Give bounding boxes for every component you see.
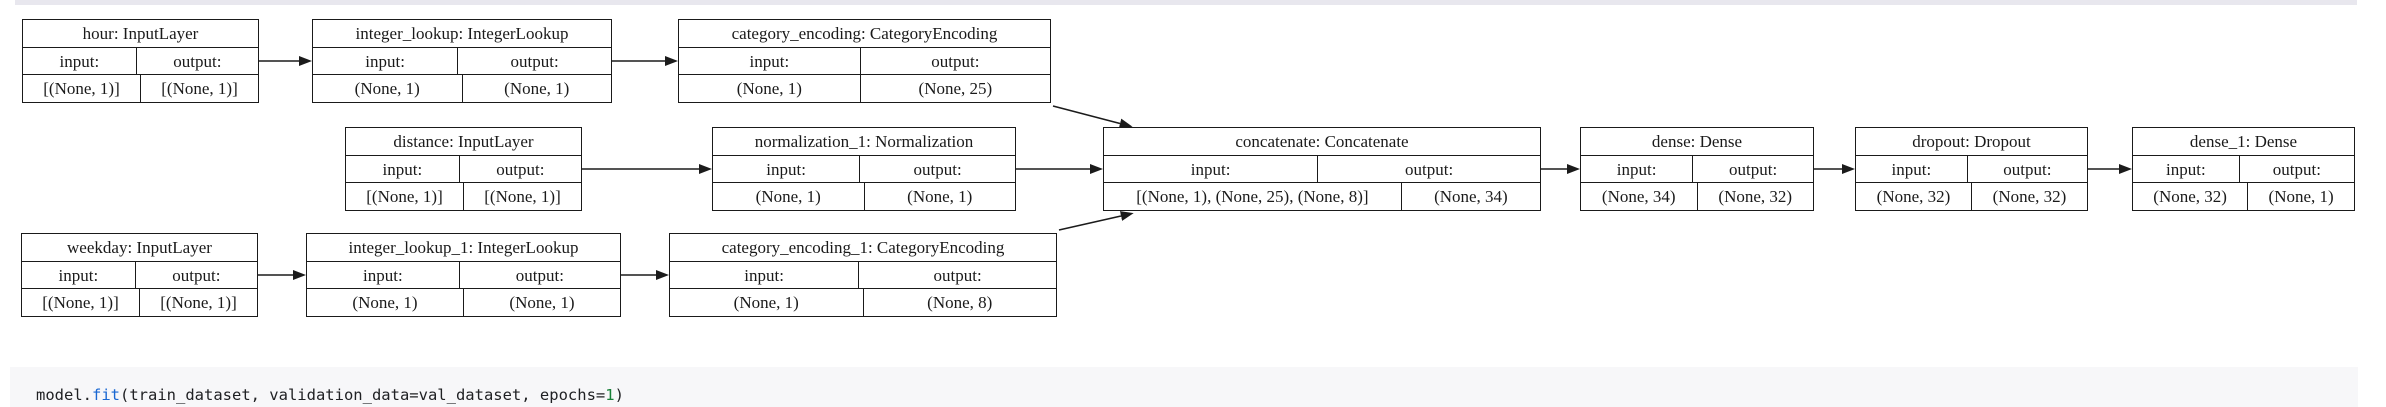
diagram-edges <box>258 56 2132 280</box>
input-label: input: <box>766 159 806 179</box>
output-shape: (None, 1) <box>2247 183 2354 211</box>
output-shape: (None, 34) <box>1400 183 1540 211</box>
output-label: output: <box>458 155 581 183</box>
node-dense-1: dense_1: Dense input: output: (None, 32)… <box>2132 127 2355 211</box>
input-shape: (None, 1) <box>736 79 802 99</box>
output-shape: [(None, 1)] <box>140 75 258 103</box>
node-title: dense: Dense <box>1651 131 1743 151</box>
output-label: output: <box>458 261 620 289</box>
input-shape: (None, 32) <box>1876 187 1951 207</box>
output-shape: [(None, 1)] <box>463 183 581 211</box>
input-shape: (None, 1) <box>755 187 821 207</box>
node-dropout: dropout: Dropout input: output: (None, 3… <box>1855 127 2088 211</box>
node-concatenate: concatenate: Concatenate input: output: … <box>1103 127 1541 211</box>
input-shape: (None, 34) <box>1601 187 1676 207</box>
input-shape: [(None, 1)] <box>43 79 120 99</box>
input-label: input: <box>749 51 790 71</box>
input-label: input: <box>1616 159 1657 179</box>
output-shape: (None, 32) <box>1971 183 2087 211</box>
node-distance: distance: InputLayer input: output: [(No… <box>345 127 582 211</box>
node-dense: dense: Dense input: output: (None, 34) (… <box>1580 127 1814 211</box>
node-title: weekday: InputLayer <box>67 237 212 257</box>
output-label: output: <box>1317 155 1540 183</box>
output-label: output: <box>859 155 1015 183</box>
output-label: output: <box>135 47 258 75</box>
input-label: input: <box>1190 159 1231 179</box>
node-title: hour: InputLayer <box>82 23 199 43</box>
node-title: distance: InputLayer <box>393 131 534 151</box>
node-title: dropout: Dropout <box>1912 131 2031 151</box>
node-title: concatenate: Concatenate <box>1235 131 1409 151</box>
output-shape: (None, 1) <box>461 75 612 103</box>
output-shape: (None, 25) <box>859 75 1050 103</box>
input-label: input: <box>744 265 784 285</box>
node-hour: hour: InputLayer input: output: [(None, … <box>22 19 259 103</box>
input-label: input: <box>2166 159 2206 179</box>
input-shape: (None, 1) <box>352 293 418 313</box>
input-label: input: <box>363 265 403 285</box>
code-cell[interactable]: model.fit(train_dataset, validation_data… <box>10 367 2358 407</box>
input-shape: (None, 1) <box>733 293 799 313</box>
node-normalization-1: normalization_1: Normalization input: ou… <box>712 127 1016 211</box>
output-shape: (None, 1) <box>463 289 620 317</box>
input-shape: [(None, 1)] <box>42 293 119 313</box>
output-shape: (None, 1) <box>863 183 1016 211</box>
previous-cell-bottom-strip <box>15 0 2357 5</box>
node-title: dense_1: Dense <box>2189 131 2298 151</box>
input-shape: [(None, 1)] <box>366 187 443 207</box>
input-label: input: <box>1891 159 1932 179</box>
output-label: output: <box>134 261 257 289</box>
node-title: normalization_1: Normalization <box>754 131 974 151</box>
node-integer-lookup: integer_lookup: IntegerLookup input: out… <box>312 19 612 103</box>
input-shape: [(None, 1), (None, 25), (None, 8)] <box>1136 187 1369 207</box>
output-label: output: <box>859 47 1050 75</box>
node-category-encoding-1: category_encoding_1: CategoryEncoding in… <box>669 233 1057 317</box>
output-label: output: <box>2238 155 2354 183</box>
output-label: output: <box>1966 155 2087 183</box>
node-title: category_encoding: CategoryEncoding <box>731 23 998 43</box>
edge-category-encoding-1-to-concatenate <box>1058 211 1134 231</box>
input-shape: (None, 32) <box>2153 187 2227 207</box>
output-label: output: <box>457 47 611 75</box>
input-shape: (None, 1) <box>354 79 420 99</box>
output-shape: (None, 8) <box>862 289 1057 317</box>
output-shape: (None, 32) <box>1696 183 1814 211</box>
output-shape: [(None, 1)] <box>139 289 257 317</box>
node-weekday: weekday: InputLayer input: output: [(Non… <box>21 233 258 317</box>
node-title: category_encoding_1: CategoryEncoding <box>721 237 1005 257</box>
node-title: integer_lookup: IntegerLookup <box>355 23 569 43</box>
output-label: output: <box>1692 155 1813 183</box>
code-line: model.fit(train_dataset, validation_data… <box>36 386 624 404</box>
output-label: output: <box>858 261 1056 289</box>
model-architecture-diagram: hour: InputLayer input: output: [(None, … <box>21 19 2355 317</box>
edge-category-encoding-to-concatenate <box>1052 105 1133 129</box>
input-label: input: <box>58 265 99 285</box>
input-label: input: <box>365 51 405 71</box>
node-category-encoding: category_encoding: CategoryEncoding inpu… <box>678 19 1051 103</box>
node-integer-lookup-1: integer_lookup_1: IntegerLookup input: o… <box>306 233 621 317</box>
input-label: input: <box>382 159 423 179</box>
input-label: input: <box>59 51 100 71</box>
node-title: integer_lookup_1: IntegerLookup <box>348 237 579 257</box>
